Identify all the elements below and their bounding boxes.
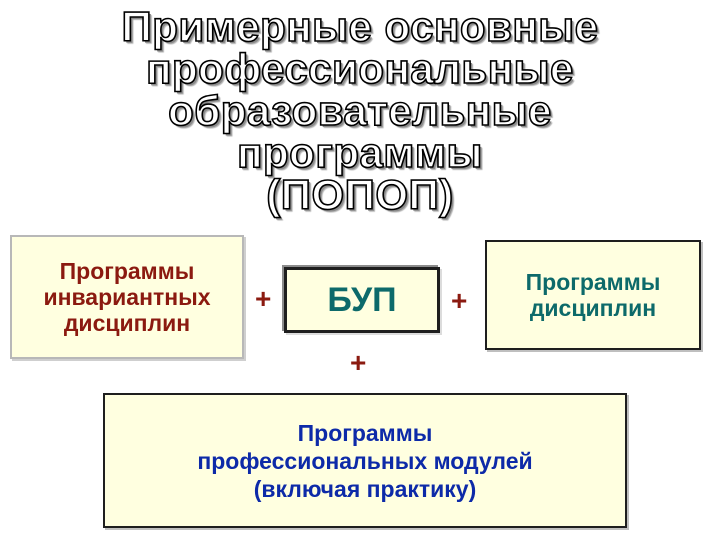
box-line: Программы bbox=[59, 258, 195, 284]
bup-box: БУП bbox=[284, 267, 440, 333]
title-line: Примерные основные bbox=[121, 3, 599, 50]
title-line: программы bbox=[236, 129, 483, 176]
professional-modules-box: Программы профессиональных модулей (вклю… bbox=[103, 393, 627, 528]
disciplines-box: Программы дисциплин bbox=[485, 240, 701, 350]
box-line: (включая практику) bbox=[253, 475, 477, 502]
box-line: Программы bbox=[525, 269, 661, 295]
professional-modules-text: Программы профессиональных модулей (вклю… bbox=[197, 419, 532, 503]
box-line: Программы bbox=[297, 419, 433, 446]
box-line: дисциплин bbox=[63, 310, 191, 336]
plus-sign: + bbox=[451, 285, 468, 316]
bup-label: БУП bbox=[327, 280, 397, 319]
plus-sign: + bbox=[350, 347, 367, 378]
disciplines-text: Программы дисциплин bbox=[526, 269, 661, 321]
title-line: образовательные bbox=[167, 87, 552, 134]
box-line: дисциплин bbox=[529, 295, 657, 321]
box-line: профессиональных модулей bbox=[197, 447, 533, 474]
title-line: профессиональные bbox=[145, 45, 574, 92]
invariant-disciplines-box: Программы инвариантных дисциплин bbox=[10, 235, 244, 359]
box-line: инвариантных bbox=[43, 284, 211, 310]
plus-sign: + bbox=[255, 283, 272, 314]
title-line: (ПОПОП) bbox=[266, 171, 454, 218]
page-title: Примерные основные профессиональные обра… bbox=[40, 3, 680, 218]
invariant-disciplines-text: Программы инвариантных дисциплин bbox=[43, 258, 210, 336]
